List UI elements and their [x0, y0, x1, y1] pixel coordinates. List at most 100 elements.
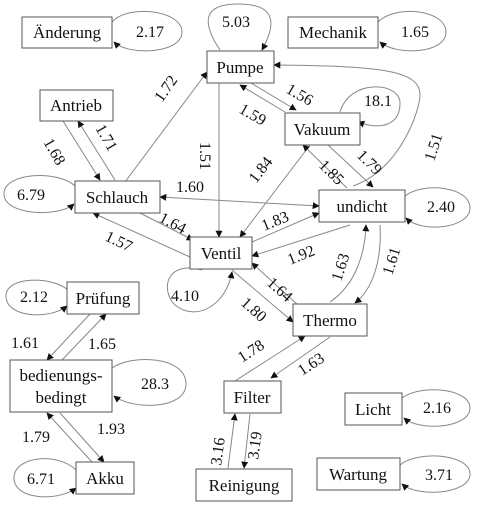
edge-label-reinigung-filter: 3.16 [208, 436, 229, 466]
edge-label-vakuum-pumpe: 1.59 [236, 101, 269, 130]
edge-ventil-schlauch [92, 212, 191, 258]
nodes: Änderung Mechanik Pumpe Antrieb Vakuum S… [9, 16, 406, 502]
loop-undicht [404, 187, 471, 228]
edge-vakuum-pumpe [239, 84, 286, 113]
node-pruefung-label: Prüfung [76, 289, 131, 308]
edge-label-ventil-thermo: 1.80 [237, 294, 269, 325]
loop-vakuum [339, 86, 401, 128]
self-loop-labels: 2.17 1.65 5.03 18.1 6.79 2.40 4.10 2.12 … [17, 14, 455, 488]
loop-bedienungsbedingt [111, 359, 187, 406]
edge-label-undicht-ventil: 1.92 [285, 242, 317, 268]
node-aenderung-label: Änderung [33, 23, 101, 42]
edge-label-vakuum-undicht: 1.79 [353, 147, 385, 179]
loop-aenderung [111, 10, 183, 52]
edge-label-akku-bedienungsbedingt: 1.79 [22, 429, 50, 446]
edge-undicht-vakuum [302, 144, 348, 189]
node-thermo: Thermo [292, 303, 368, 337]
node-undicht: undicht [318, 189, 406, 223]
loop-pruefung [5, 279, 69, 316]
edge-label-bedienungsbedingt-akku: 1.93 [97, 421, 125, 438]
edge-vakuum-undicht [327, 144, 374, 188]
loop-label-undicht: 2.40 [427, 199, 455, 216]
loop-label-wartung: 3.71 [425, 467, 453, 484]
edge-label-vakuum-ventil: 1.84 [246, 154, 277, 187]
edge-akku-bedienungsbedingt [46, 412, 93, 463]
node-mechanik: Mechanik [287, 16, 379, 49]
node-reinigung: Reinigung [195, 468, 293, 502]
edge-label-thermo-filter: 1.63 [295, 350, 328, 380]
node-akku: Akku [75, 461, 135, 495]
edges [46, 61, 421, 469]
self-loops [3, 3, 471, 498]
node-wartung: Wartung [316, 457, 401, 491]
edge-undicht-pumpe [273, 61, 421, 187]
node-pumpe: Pumpe [206, 50, 275, 84]
edge-pumpe-vakuum [250, 82, 297, 111]
edge-label-antrieb-schlauch: 1.68 [40, 136, 69, 169]
edge-schlauch-pumpe [124, 71, 208, 183]
edge-undicht-thermo [354, 224, 381, 304]
loop-pumpe [207, 3, 272, 51]
edge-label-pumpe-ventil: 1.51 [196, 142, 213, 170]
loop-label-akku: 6.71 [27, 471, 55, 488]
node-thermo-label: Thermo [303, 311, 357, 330]
node-licht-label: Licht [355, 400, 391, 419]
edge-reinigung-filter [227, 413, 238, 469]
edge-label-thermo-undicht: 1.63 [329, 251, 354, 283]
edge-thermo-filter [270, 336, 331, 379]
edge-label-schlauch-undicht: 1.60 [176, 179, 204, 196]
node-wartung-label: Wartung [329, 465, 388, 484]
loop-label-pruefung: 2.12 [20, 289, 48, 306]
edge-label-schlauch-ventil: 1.64 [156, 210, 189, 238]
node-undicht-label: undicht [337, 197, 388, 216]
edge-pruefung-bedienungsbedingt [46, 313, 91, 361]
loop-licht [401, 389, 471, 427]
edge-schlauch-ventil [139, 212, 194, 241]
edge-label-bedienungsbedingt-pruefung: 1.65 [88, 336, 116, 353]
loop-label-bedienungsbedingt: 28.3 [141, 376, 169, 393]
node-aenderung: Änderung [21, 16, 113, 49]
node-ventil: Ventil [189, 236, 253, 270]
edge-ventil-thermo [231, 269, 294, 323]
node-schlauch: Schlauch [74, 180, 161, 214]
node-antrieb: Antrieb [39, 89, 114, 122]
edge-label-pruefung-bedienungsbedingt: 1.61 [11, 335, 39, 352]
node-filter-label: Filter [234, 388, 271, 407]
node-bedienungsbedingt: bedienungs- bedingt [9, 359, 113, 413]
loop-label-schlauch: 6.79 [17, 187, 45, 204]
edge-filter-thermo [234, 335, 306, 382]
edge-label-filter-reinigung: 3.19 [245, 430, 266, 460]
loop-label-licht: 2.16 [423, 400, 451, 417]
loop-akku [13, 458, 77, 498]
edge-thermo-undicht [329, 224, 370, 303]
node-pruefung: Prüfung [66, 281, 140, 315]
loop-label-aenderung: 2.17 [136, 24, 164, 41]
edge-ventil-undicht [251, 212, 320, 243]
edge-bedienungsbedingt-akku [59, 412, 105, 463]
edge-bedienungsbedingt-pruefung [61, 313, 107, 361]
node-pumpe-label: Pumpe [216, 58, 263, 77]
edge-label-schlauch-pumpe: 1.72 [151, 73, 181, 106]
node-schlauch-label: Schlauch [86, 188, 149, 207]
edge-filter-reinigung [241, 413, 251, 469]
edge-label-ventil-schlauch: 1.57 [102, 228, 135, 255]
node-licht: Licht [344, 392, 403, 426]
node-reinigung-label: Reinigung [209, 476, 280, 495]
edge-label-undicht-thermo: 1.61 [380, 245, 405, 277]
edge-schlauch-undicht [159, 193, 320, 210]
loop-label-ventil: 4.10 [171, 288, 199, 305]
edge-undicht-ventil [251, 224, 351, 258]
node-filter: Filter [223, 380, 282, 414]
node-bedienungsbedingt-label-1: bedienungs- [19, 366, 102, 385]
node-antrieb-label: Antrieb [50, 96, 102, 115]
loop-mechanik [377, 10, 447, 52]
edge-antrieb-schlauch [62, 120, 101, 181]
edge-label-ventil-undicht: 1.83 [259, 208, 291, 234]
edge-vakuum-ventil [239, 144, 311, 238]
node-bedienungsbedingt-label-2: bedingt [36, 388, 87, 407]
loop-wartung [399, 455, 471, 493]
edge-thermo-ventil [251, 262, 299, 306]
node-vakuum-label: Vakuum [294, 120, 351, 139]
loop-label-vakuum: 18.1 [364, 93, 392, 110]
